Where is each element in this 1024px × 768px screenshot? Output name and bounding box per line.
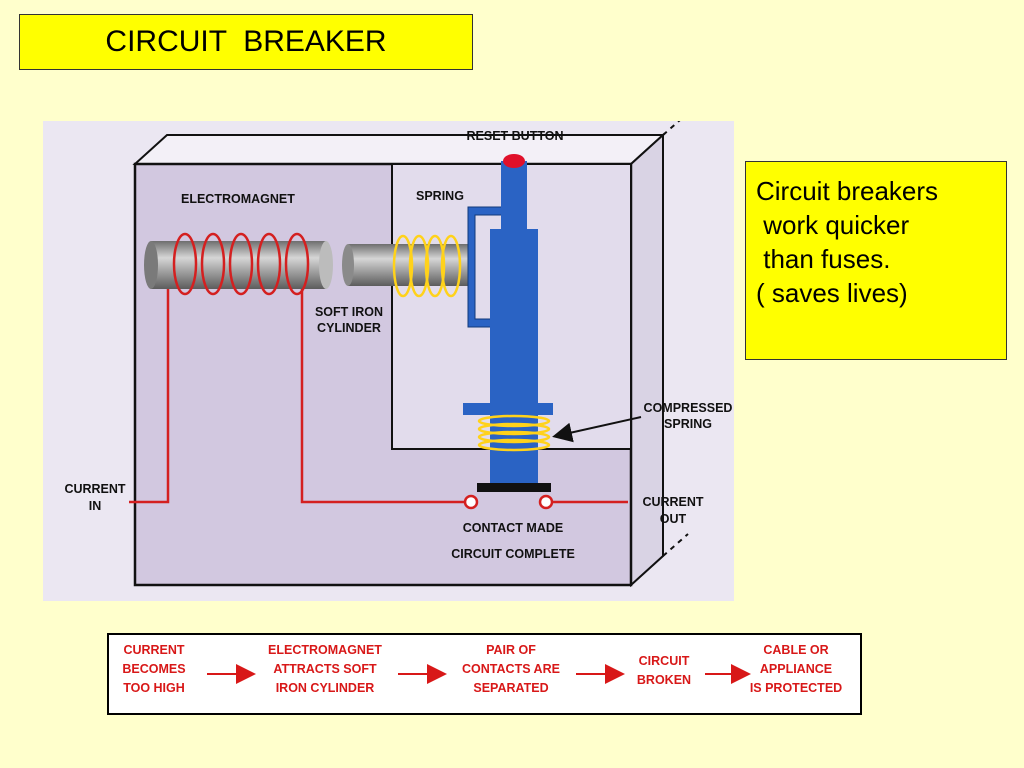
flow-step-4-line-2: BROKEN [637, 673, 691, 687]
compressed-spring-arrow [552, 416, 642, 443]
flow-step-1-line-3: TOO HIGH [123, 681, 185, 695]
label-current-in-1: CURRENT [64, 482, 125, 496]
flow-step-5-line-1: CABLE OR [763, 643, 828, 657]
flow-step-1-line-1: CURRENT [123, 643, 184, 657]
flow-step-2-line-1: ELECTROMAGNET [268, 643, 382, 657]
flow-step-2-line-3: IRON CYLINDER [276, 681, 375, 695]
label-circuit-complete: CIRCUIT COMPLETE [451, 547, 575, 561]
contact-left [463, 494, 479, 510]
label-electromagnet: ELECTROMAGNET [181, 192, 295, 206]
plunger-upper [501, 161, 527, 231]
label-current-out-1: CURRENT [642, 495, 703, 509]
label-contact-made: CONTACT MADE [463, 521, 563, 535]
flow-step-4-line-1: CIRCUIT [639, 654, 690, 668]
note-line-4: ( saves lives) [756, 278, 908, 308]
flow-step-3-line-3: SEPARATED [473, 681, 548, 695]
box-right-face [630, 132, 664, 588]
flow-chart: CURRENT BECOMES TOO HIGH ELECTROMAGNET A… [107, 633, 862, 715]
soft-iron-spring [392, 234, 462, 298]
flow-step-5-line-3: IS PROTECTED [750, 681, 842, 695]
flow-step-3-line-2: CONTACTS ARE [462, 662, 560, 676]
electromagnet-coil [172, 232, 310, 296]
note-line-3: than fuses. [756, 244, 891, 274]
note-line-1: Circuit breakers [756, 176, 939, 206]
diagram-svg: RESET BUTTON ELECTROMAGNET SPRING SOFT I… [64, 112, 733, 588]
label-soft-iron-2: CYLINDER [317, 321, 381, 335]
label-reset-button: RESET BUTTON [467, 129, 564, 143]
electromagnet-core [151, 241, 326, 289]
box-top-face [132, 134, 666, 165]
note-box: Circuit breakers work quicker than fuses… [745, 161, 1007, 360]
flow-step-2-line-2: ATTRACTS SOFT [273, 662, 377, 676]
wire-current-in [129, 271, 170, 504]
reset-button[interactable] [503, 154, 525, 168]
flow-step-1-line-2: BECOMES [122, 662, 185, 676]
flow-step-3-line-1: PAIR OF [486, 643, 536, 657]
flow-svg: CURRENT BECOMES TOO HIGH ELECTROMAGNET A… [122, 643, 842, 695]
label-current-out-2: OUT [660, 512, 687, 526]
contact-bar [477, 483, 551, 492]
page-title: CIRCUIT BREAKER [19, 14, 473, 70]
note-line-2: work quicker [756, 210, 910, 240]
contact-right [538, 494, 554, 510]
plunger-collar [463, 403, 553, 415]
label-soft-iron-1: SOFT IRON [315, 305, 383, 319]
circuit-breaker-diagram: RESET BUTTON ELECTROMAGNET SPRING SOFT I… [43, 112, 734, 601]
label-current-in-2: IN [89, 499, 102, 513]
label-spring: SPRING [416, 189, 464, 203]
label-compressed-2: SPRING [664, 417, 712, 431]
compressed-spring [477, 414, 551, 452]
label-compressed-1: COMPRESSED [644, 401, 733, 415]
plunger-body [490, 229, 538, 483]
flow-step-5-line-2: APPLIANCE [760, 662, 832, 676]
